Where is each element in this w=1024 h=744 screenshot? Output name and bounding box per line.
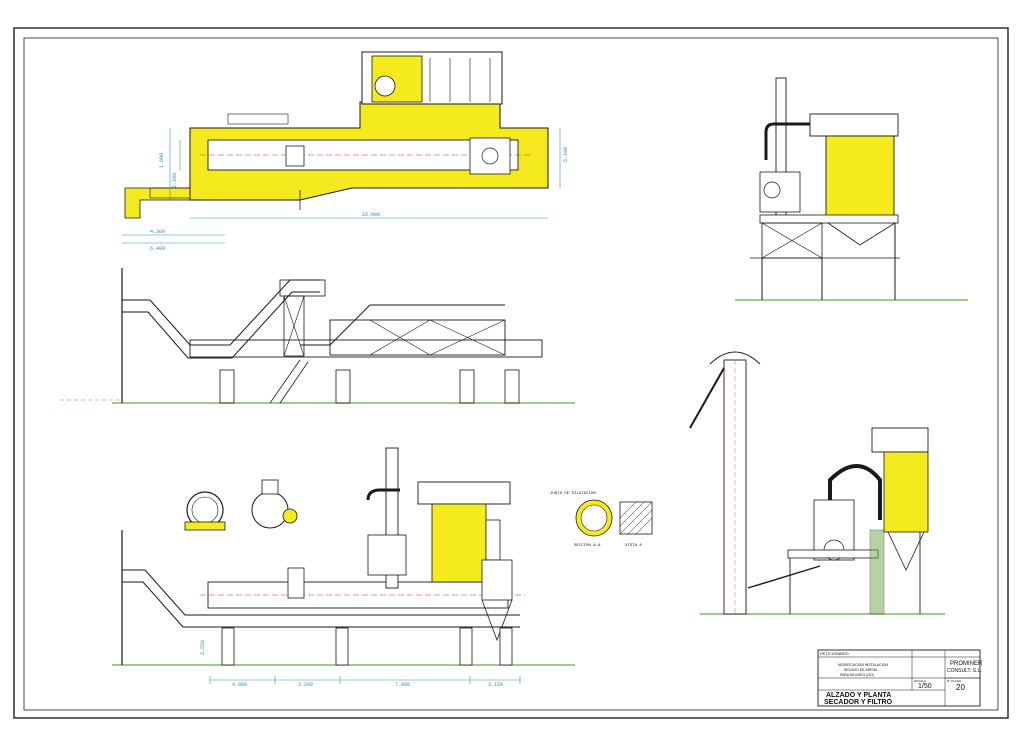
title-block-header: PETICIONARIO	[820, 651, 849, 656]
plan-left-b: 6.400	[150, 246, 165, 252]
detail-drum-section	[184, 491, 226, 531]
elev-dim-height: 2.550	[200, 640, 206, 655]
plan-width-b: 5.100	[563, 147, 569, 162]
drawing-title-line-2: SECADOR Y FILTRO	[824, 699, 893, 706]
detail-burner	[251, 479, 298, 529]
scale-label: ESCALA	[914, 679, 926, 683]
project-line-2: SECADO DE ARENA	[844, 668, 878, 672]
inner-border	[23, 37, 999, 711]
project-line-1: MODIFICACION INSTALACION	[838, 663, 888, 667]
elev-dim-seg1: 4.000	[232, 682, 247, 688]
dryer-elevation: 4.000 3.200 7.000 3.150 2.550	[112, 447, 575, 688]
view-a-label: VISTA A	[625, 544, 642, 548]
plan-view: 22.900 4.300 6.400 1.800 2.200 5.100	[122, 51, 569, 252]
plan-total-length: 22.900	[362, 212, 380, 218]
company-line-1: PROMINER	[950, 661, 983, 667]
detail-view-a: VISTA A	[619, 501, 653, 548]
title-block: PETICIONARIO MODIFICACION INSTALACION SE…	[817, 649, 983, 707]
company-line-2: CONSULT, S.L.	[947, 668, 982, 674]
plan-left-a: 4.300	[150, 229, 165, 235]
detail-label: JUNTA DE DILATACION	[550, 492, 596, 496]
drawing-scale: 1/50	[918, 683, 932, 690]
plan-left-c: 2.200	[172, 173, 178, 188]
outer-border	[13, 27, 1009, 719]
elevator-view	[689, 351, 945, 615]
section-a-label: SECCION A-A	[574, 544, 601, 548]
project-line-3: PARA MOLDEO (OO)	[840, 673, 874, 677]
elev-dim-seg3: 7.000	[395, 682, 410, 688]
elev-dim-seg4: 3.150	[488, 682, 503, 688]
elev-dim-seg2: 3.200	[298, 682, 313, 688]
plan-width-a: 1.800	[159, 153, 165, 168]
sheet-number: 20	[956, 683, 965, 692]
drawing-title-line-1: ALZADO Y PLANTA	[826, 692, 891, 699]
sheet-label: Nº PLANO	[947, 679, 962, 683]
conveyor-elevation	[60, 268, 575, 404]
side-view-filter	[735, 77, 968, 301]
detail-section-a: SECCION A-A JUNTA DE DILATACION	[550, 492, 613, 548]
